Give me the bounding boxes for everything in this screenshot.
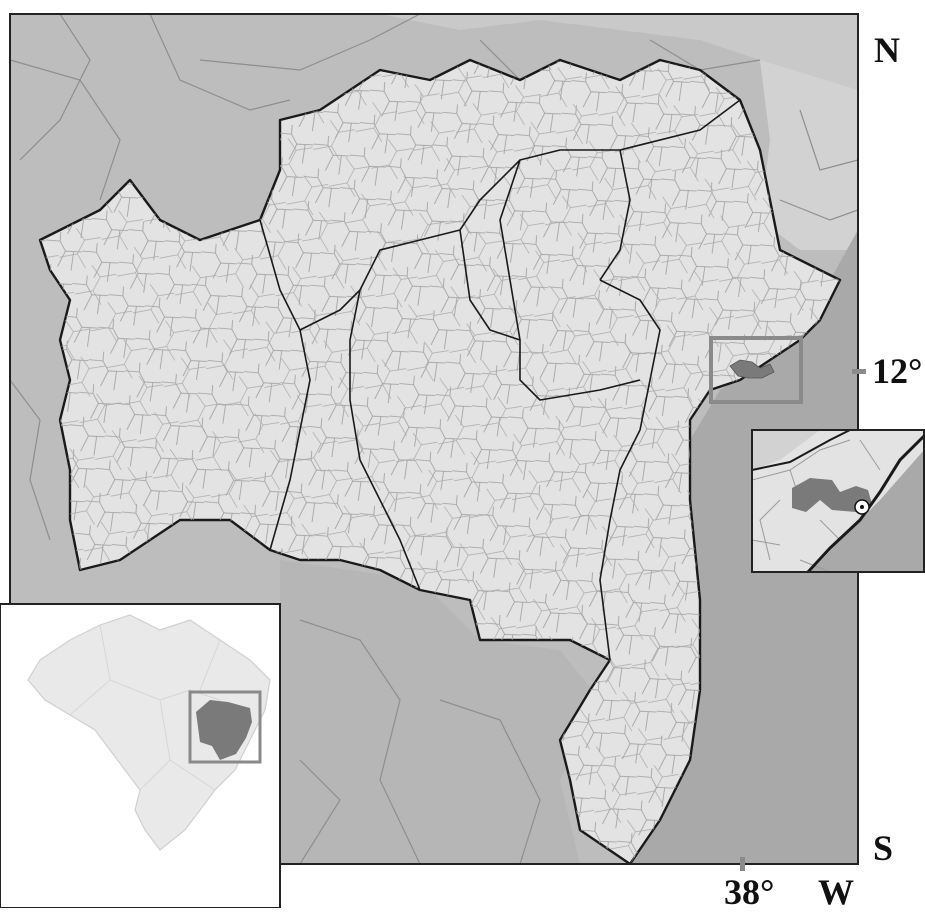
latitude-tick-icon (852, 369, 866, 374)
main-map (10, 14, 858, 864)
zoom-coastline (806, 434, 924, 572)
longitude-tick-icon (740, 857, 745, 871)
south-label: S (873, 828, 894, 868)
longitude-label: 38° (724, 872, 775, 912)
brazil-state-borders (69, 624, 221, 791)
bahia-on-brazil (196, 700, 252, 760)
west-label: W (818, 872, 854, 912)
zoom-inset-frame (751, 429, 925, 573)
location-point-center (860, 505, 864, 509)
neighbor-state-northeast (760, 60, 858, 250)
latitude-label: 12° (872, 351, 923, 391)
zoom-area-box (709, 336, 803, 404)
locator-box (188, 690, 262, 764)
municipal-grid-secondary (40, 60, 840, 864)
neighbor-state-north (380, 14, 858, 120)
neighbor-state-south (280, 560, 600, 864)
mesoregion-borders (259, 99, 741, 661)
zoom-border (752, 430, 851, 471)
brazil-outline (27, 614, 271, 851)
zoom-neighbor (752, 430, 820, 470)
brazil-locator-inset (0, 603, 281, 908)
highlighted-municipality (729, 359, 775, 379)
zoom-highlight-municipality (792, 478, 872, 512)
zoom-detail-inset (751, 429, 925, 573)
zoom-ocean (810, 450, 924, 572)
north-label: N (874, 30, 900, 70)
